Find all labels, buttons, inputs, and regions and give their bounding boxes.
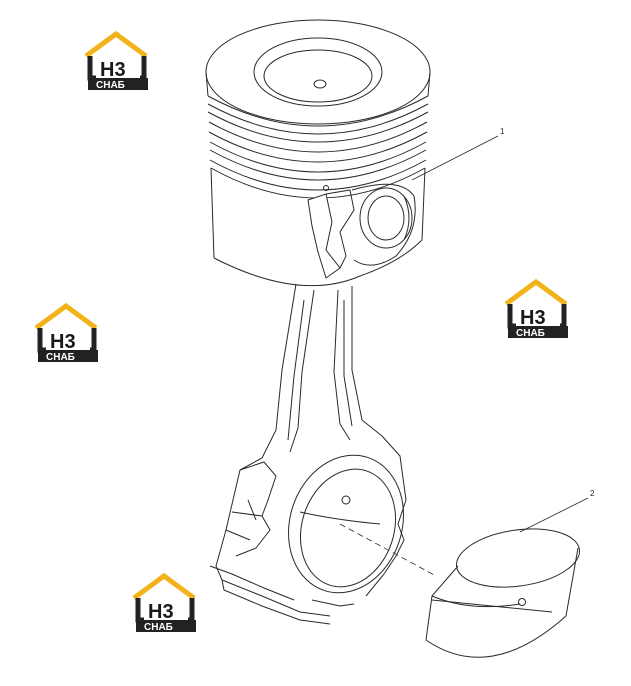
callout-label: 1 xyxy=(500,127,505,136)
callout-1: 1 xyxy=(411,127,505,181)
logo-subtext: СНАБ xyxy=(46,352,75,363)
logo-watermark: Н3 СНАБ xyxy=(132,572,196,633)
bearing-shell xyxy=(425,528,581,658)
logo-watermark: Н3 СНАБ xyxy=(504,278,568,339)
centerline xyxy=(339,523,437,577)
connecting-rod xyxy=(209,283,407,625)
callout-label: 2 xyxy=(590,489,595,498)
logo-text: Н3 xyxy=(520,307,546,329)
logo-subtext: СНАБ xyxy=(516,328,545,339)
logo-watermark: Н3 СНАБ xyxy=(34,302,98,363)
logo-watermark: Н3 СНАБ xyxy=(84,30,148,91)
logo-subtext: СНАБ xyxy=(144,622,173,633)
logo-text: Н3 xyxy=(148,601,174,623)
piston xyxy=(205,19,431,287)
logo-text: Н3 xyxy=(50,331,76,353)
logo-subtext: СНАБ xyxy=(96,80,125,91)
callout-2: 2 xyxy=(519,489,595,533)
logo-text: Н3 xyxy=(100,59,126,81)
